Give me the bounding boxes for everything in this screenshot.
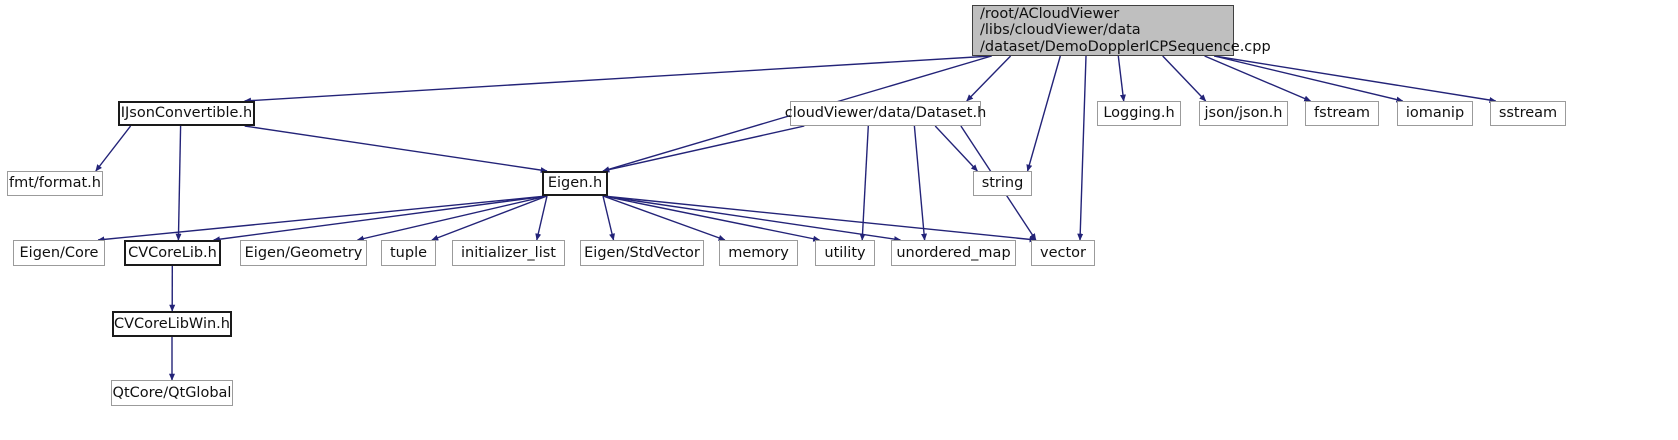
graph-node-jsonjson[interactable]: json/json.h <box>1199 101 1288 126</box>
graph-node-iomanip[interactable]: iomanip <box>1397 101 1473 126</box>
graph-edge-eigenh-to-initlist <box>535 195 548 241</box>
graph-node-initlist[interactable]: initializer_list <box>452 240 565 266</box>
graph-node-eigenstdvec[interactable]: Eigen/StdVector <box>580 240 704 266</box>
graph-edge-root-to-string <box>1026 55 1061 172</box>
graph-edge-root-to-jsonjson <box>1162 55 1207 102</box>
graph-edge-ijson-to-cvcorelib <box>175 125 182 241</box>
graph-edge-eigenh-to-utility <box>602 195 821 242</box>
graph-edge-eigenh-to-eigenstdvec <box>602 195 615 241</box>
graph-node-eigenh[interactable]: Eigen.h <box>542 171 608 196</box>
graph-node-cvcorelib[interactable]: CVCoreLib.h <box>124 240 221 266</box>
graph-node-string[interactable]: string <box>973 171 1032 196</box>
graph-edge-root-to-dataset <box>966 55 1012 102</box>
graph-edge-eigenh-to-eigengeom <box>356 195 548 242</box>
graph-edge-dataset-to-eigenh <box>602 125 805 173</box>
graph-node-eigencore[interactable]: Eigen/Core <box>13 240 105 266</box>
graph-node-qtglobal[interactable]: QtCore/QtGlobal <box>111 380 233 406</box>
graph-edge-eigenh-to-tuple <box>431 195 548 241</box>
graph-edge-root-to-vector <box>1077 55 1087 241</box>
graph-edge-eigenh-to-eigencore <box>97 195 548 243</box>
graph-edge-root-to-fstream <box>1204 55 1312 102</box>
graph-node-utility[interactable]: utility <box>815 240 875 266</box>
graph-edge-eigenh-to-unorderedmap <box>602 195 902 243</box>
graph-edge-root-to-ijson <box>244 55 992 104</box>
graph-edge-dataset-to-unorderedmap <box>913 125 928 241</box>
graph-node-tuple[interactable]: tuple <box>381 240 436 266</box>
graph-node-fmtformat[interactable]: fmt/format.h <box>7 171 103 196</box>
graph-edge-root-to-sstream <box>1214 55 1497 103</box>
graph-node-memory[interactable]: memory <box>719 240 798 266</box>
graph-node-dataset[interactable]: cloudViewer/data/Dataset.h <box>785 101 986 126</box>
graph-edge-eigenh-to-vector <box>602 195 1037 243</box>
graph-edge-dataset-to-utility <box>859 125 869 241</box>
graph-node-cvcorelibwin[interactable]: CVCoreLibWin.h <box>112 311 232 337</box>
graph-node-ijson[interactable]: IJsonConvertible.h <box>118 101 255 126</box>
graph-node-fstream[interactable]: fstream <box>1305 101 1379 126</box>
graph-edge-dataset-to-string <box>934 125 978 172</box>
graph-node-root[interactable]: /root/ACloudViewer /libs/cloudViewer/dat… <box>972 5 1271 56</box>
graph-edge-eigenh-to-memory <box>602 195 726 241</box>
graph-edge-root-to-logging <box>1117 55 1126 102</box>
graph-edge-root-to-iomanip <box>1214 55 1404 103</box>
graph-node-sstream[interactable]: sstream <box>1490 101 1566 126</box>
graph-node-vector[interactable]: vector <box>1031 240 1095 266</box>
graph-edge-ijson-to-eigenh <box>244 125 548 174</box>
graph-node-logging[interactable]: Logging.h <box>1097 101 1181 126</box>
graph-edge-ijson-to-fmtformat <box>95 125 132 172</box>
graph-node-eigengeom[interactable]: Eigen/Geometry <box>240 240 367 266</box>
graph-edge-eigenh-to-cvcorelib <box>213 195 548 243</box>
graph-node-unorderedmap[interactable]: unordered_map <box>891 240 1016 266</box>
